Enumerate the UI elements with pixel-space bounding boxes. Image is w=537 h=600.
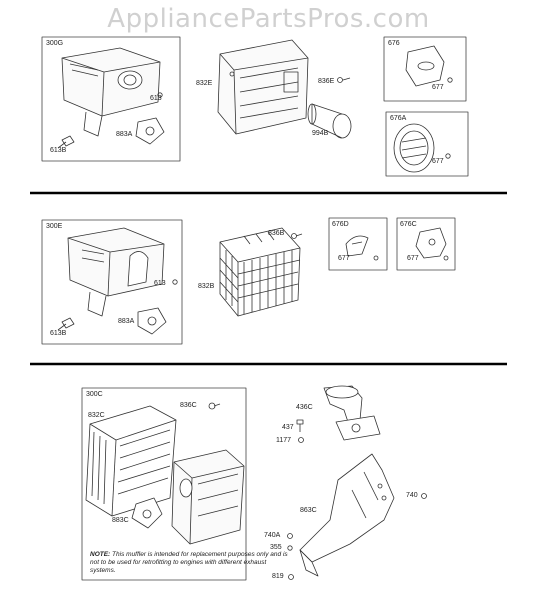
kit-label-300G: 300G: [46, 40, 64, 47]
part-label-677: 677: [338, 255, 350, 262]
part-label-437: 437: [282, 424, 294, 431]
cover-676-drawing: [405, 45, 453, 87]
replacement-note: NOTE: This muffler is intended for repla…: [90, 551, 290, 575]
part-label-677: 677: [407, 255, 419, 262]
part-label-863C: 863C: [300, 507, 317, 514]
cover-676C-drawing: [415, 227, 449, 261]
washer-355-drawing: [287, 545, 293, 551]
cover-676D-drawing: [345, 235, 379, 261]
part-label-836C: 836C: [180, 402, 197, 409]
heat-shield-832E-drawing: [217, 39, 309, 135]
part-label-832E: 832E: [196, 80, 213, 87]
part-label-613B: 613B: [50, 147, 67, 154]
part-label-836E: 836E: [318, 78, 335, 85]
screw-836E-drawing: [337, 77, 351, 83]
part-label-613B: 613B: [50, 330, 67, 337]
muffler-300G-drawing: [61, 47, 163, 137]
part-label-883A: 883A: [118, 318, 135, 325]
part-label-436C: 436C: [296, 404, 313, 411]
kit-label-676A: 676A: [390, 115, 407, 122]
nut-819-drawing: [288, 574, 294, 580]
part-label-883A: 883A: [116, 131, 133, 138]
part-label-819: 819: [272, 573, 284, 580]
muffler-300E-drawing: [67, 227, 178, 317]
gasket-883A-drawing-2: [137, 307, 167, 335]
kit-label-676D: 676D: [332, 221, 349, 228]
kit-label-676C: 676C: [400, 221, 417, 228]
part-label-740: 740: [406, 492, 418, 499]
nut-740-drawing: [421, 493, 427, 499]
deflector-994B-drawing: [307, 103, 352, 139]
note-heading: NOTE:: [90, 551, 111, 558]
gasket-883A-drawing: [135, 117, 165, 145]
bolt-437-drawing: [296, 419, 304, 432]
kit-label-300C: 300C: [86, 391, 103, 398]
part-label-677: 677: [432, 84, 444, 91]
kit-label-300E: 300E: [46, 223, 63, 230]
part-label-832B: 832B: [198, 283, 215, 290]
washer-740A-drawing: [287, 533, 293, 539]
screw-836C-drawing: [208, 402, 221, 410]
screw-613B-drawing-2: [57, 317, 75, 331]
part-label-740A: 740A: [264, 532, 281, 539]
part-label-836B: 836B: [268, 230, 285, 237]
part-label-613: 613: [154, 280, 166, 287]
part-label-832C: 832C: [88, 412, 105, 419]
note-body: This muffler is intended for replacement…: [90, 551, 288, 574]
kit-label-676: 676: [388, 40, 400, 47]
watermark: AppliancePartsPros.com: [107, 4, 430, 34]
cover-676A-drawing: [393, 123, 451, 173]
part-label-355: 355: [270, 544, 282, 551]
screw-613B-drawing: [57, 135, 75, 149]
heat-shield-832C-drawing: [85, 405, 177, 517]
part-label-613: 613: [150, 95, 162, 102]
part-label-883C: 883C: [112, 517, 129, 524]
elbow-436C-drawing: [323, 385, 381, 441]
washer-1177-drawing: [298, 437, 304, 443]
bracket-863C-drawing: [299, 453, 395, 577]
heat-shield-832B-drawing: [219, 227, 301, 317]
part-label-677: 677: [432, 158, 444, 165]
muffler-300C-drawing: [171, 449, 245, 545]
gasket-883C-drawing: [131, 497, 163, 529]
screw-836B-drawing: [291, 233, 303, 239]
part-label-1177: 1177: [276, 437, 292, 444]
part-label-994B: 994B: [312, 130, 329, 137]
